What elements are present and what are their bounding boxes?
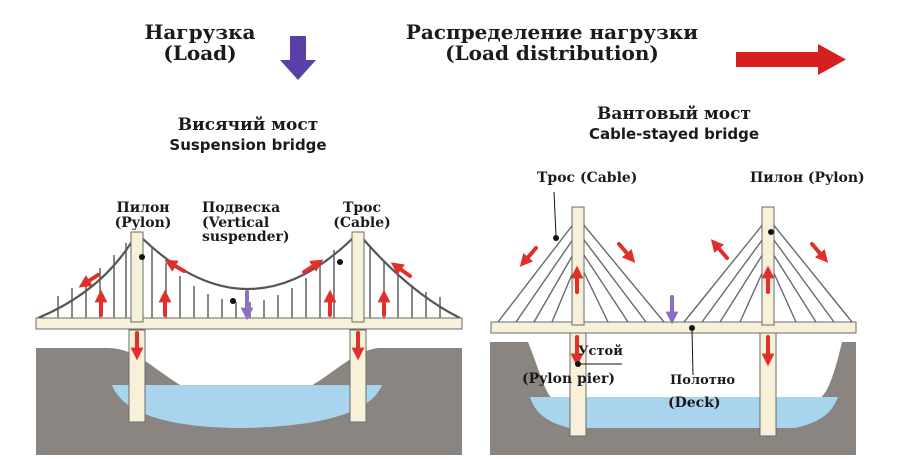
pylon-marker [768,229,774,235]
deck-leader-line [691,329,694,376]
distribution-label-ru: Распределение нагрузки [405,20,699,44]
cable-marker [553,235,559,241]
cable-stayed-title: Вантовый мост Cable-stayed bridge [574,104,774,143]
suspension-suspender-label: Подвеска (Vertical suspender) [202,200,290,246]
cable-stayed-force-arrows [519,239,829,367]
cable-stayed-bridge [490,191,857,455]
force-arrow [164,259,186,273]
load-label-ru: Нагрузка [144,20,256,44]
force-arrow [78,273,100,288]
pylon-marker [139,254,145,260]
suspension-water [112,385,382,428]
cable-stayed-deck [490,321,857,334]
suspension-cable-label: Трос (Cable) [333,200,391,231]
cable-leader-line [553,191,557,237]
suspension-bridge [35,231,463,455]
deck-label-en: (Deck) [668,395,721,411]
load-arrow-icon [280,36,316,80]
suspension-main-cable [37,231,461,320]
cable-stayed-title-ru: Вантовый мост [596,104,752,124]
suspension-title-en: Suspension bridge [169,135,327,154]
distribution-arrow-icon [736,44,846,75]
cable-stayed-pylon-left [571,206,585,326]
force-arrow [810,242,829,263]
deck-label-ru: Полотно [670,373,736,388]
force-arrow [390,262,412,278]
force-arrow [710,239,729,260]
suspension-force-arrows [78,259,412,361]
cable-stayed-cable-label: Трос (Cable) [537,170,638,186]
deck-marker [689,325,695,331]
pier-label-ru: Устой [578,344,623,359]
suspender-marker [230,298,236,304]
cable-stayed-title-en: Cable-stayed bridge [588,124,759,143]
cable-marker [337,259,343,265]
force-arrow [302,259,324,274]
suspension-pylon-left [130,231,144,323]
load-label: Нагрузка (Load) [125,22,275,64]
suspension-pylon-label: Пилон (Pylon) [114,200,172,231]
suspension-title: Висячий мост Suspension bridge [148,115,348,154]
pier-marker [575,361,581,367]
distribution-label: Распределение нагрузки (Load distributio… [392,22,712,64]
stay-cables [497,217,853,323]
suspension-title-ru: Висячий мост [177,115,319,135]
cable-stayed-pylon-label: Пилон (Pylon) [750,170,865,186]
force-arrow [617,242,636,263]
pier-label-en: (Pylon pier) [522,371,616,387]
distribution-label-en: (Load distribution) [445,41,659,65]
load-label-en: (Load) [163,41,237,65]
suspension-deck [35,317,463,330]
cable-stayed-pylon-right [761,206,775,326]
force-arrow [519,246,538,267]
suspension-pylon-right [351,231,365,323]
